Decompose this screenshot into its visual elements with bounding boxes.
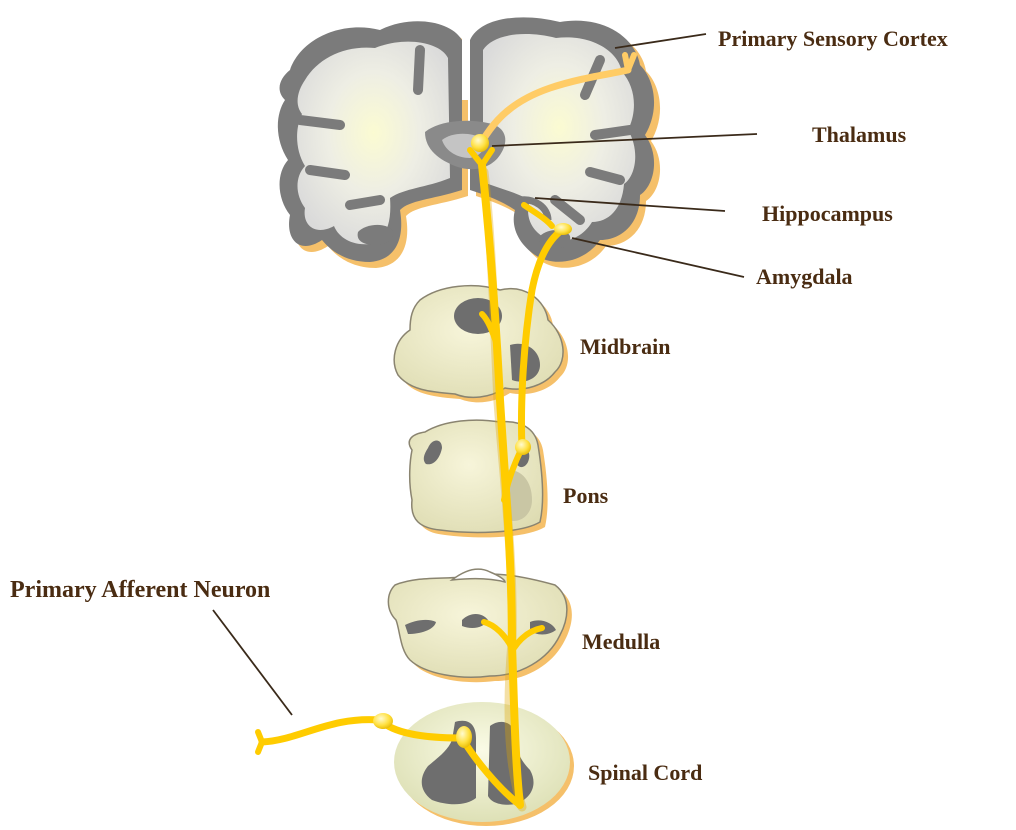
right-hemisphere-white-matter (483, 34, 635, 241)
amygdala-neuron-body (554, 223, 572, 235)
pons-neuron-body (515, 439, 531, 455)
thalamus-neuron-body (471, 134, 489, 152)
hippocampus-label: Hippocampus (762, 203, 893, 225)
longitudinal-fissure (462, 30, 470, 100)
midbrain-section (394, 286, 568, 403)
spinal-cord-label: Spinal Cord (588, 762, 702, 784)
medulla-label: Medulla (582, 631, 660, 653)
brain-coronal-section (278, 17, 660, 268)
pons-label: Pons (563, 485, 608, 507)
primary-afferent-neuron-leader (213, 610, 292, 715)
primary-sensory-cortex-label: Primary Sensory Cortex (718, 28, 948, 50)
midbrain-label: Midbrain (580, 336, 670, 358)
primary-sensory-cortex-leader (615, 34, 706, 48)
thalamus-label: Thalamus (812, 124, 906, 146)
amygdala-leader (572, 238, 744, 277)
medulla-section (388, 569, 572, 682)
left-hemisphere-white-matter (297, 42, 450, 245)
primary-afferent-neuron-label: Primary Afferent Neuron (10, 578, 270, 602)
afferent-ganglion-body (373, 713, 393, 729)
amygdala-label: Amygdala (756, 266, 853, 288)
dorsal-horn-neuron-body (456, 726, 472, 748)
pons-section (409, 420, 547, 537)
